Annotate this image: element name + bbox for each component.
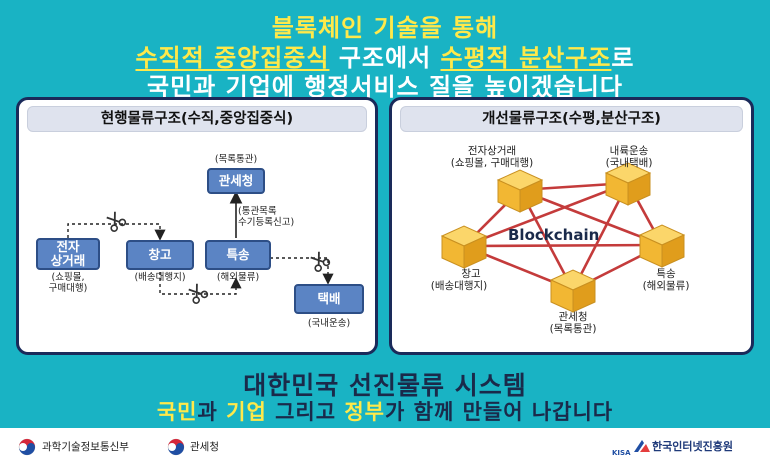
ecommerce-label: 전자상거래 xyxy=(467,145,517,157)
headline-connector-text: 구조에서 xyxy=(329,44,441,72)
together-suffix-text: 가 함께 만들어 나갑니다 xyxy=(385,400,614,424)
citizens-text: 국민 xyxy=(156,400,198,424)
headline-line-2: 수직적 중앙집중식 구조에서 수평적 분산구조로 xyxy=(0,38,770,73)
special-delivery-label: 특송 xyxy=(656,268,676,280)
kisa-logo-icon xyxy=(634,440,650,452)
warehouse-cube xyxy=(440,225,488,269)
customs-cube xyxy=(549,269,597,313)
warehouse-to-special-dashed-line xyxy=(159,272,242,295)
warehouse-label: 창고 xyxy=(461,268,481,280)
headline-line-3: 국민과 기업에 행정서비스 질을 높이겠습니다 xyxy=(147,73,623,101)
government-emblem-icon xyxy=(18,438,36,456)
scissors-icon xyxy=(188,283,209,304)
headline-line-1: 블록체인 기술을 통해 xyxy=(271,14,499,42)
special-delivery-cube xyxy=(638,224,686,268)
warehouse-note: (배송대행지) xyxy=(134,272,186,283)
parcel-note: (국내운송) xyxy=(307,318,351,329)
blockchain-label: Blockchain xyxy=(508,226,600,244)
kisa-small-text: KISA xyxy=(612,449,631,457)
special-delivery-note: (해외물류) xyxy=(216,272,260,283)
customs-label: 관세청 xyxy=(558,311,588,323)
manual-registration-note: (통관목록 수기등록신고) xyxy=(238,206,295,228)
business-text: 기업 xyxy=(226,400,267,424)
ministry-logo-text: 과학기술정보통신부 xyxy=(42,441,129,453)
kisa-logo-text: 한국인터넷진흥원 xyxy=(652,440,733,453)
warehouse-sub-label: (배송대행지) xyxy=(430,280,488,292)
current-structure-title: 현행물류구조(수직,중앙집중식) xyxy=(27,106,367,132)
footer-bar xyxy=(0,428,770,465)
scissors-icon xyxy=(106,211,127,232)
government-emblem-icon xyxy=(167,438,185,456)
ecommerce-node: 전자 상거래 xyxy=(36,238,100,270)
warehouse-node: 창고 xyxy=(126,240,194,270)
improved-structure-panel: 개선물류구조(수평,분산구조) xyxy=(389,97,754,355)
logistics-system-heading: 대한민국 선진물류 시스템 xyxy=(243,371,527,400)
special-to-delivery-dashed-line xyxy=(270,257,334,285)
and-then-text: 그리고 xyxy=(266,400,345,424)
customs-note: (목록통관) xyxy=(214,154,258,165)
headline-suffix-text: 로 xyxy=(611,44,635,72)
customs-logo-text: 관세청 xyxy=(190,441,219,453)
domestic-transport-cube xyxy=(604,162,652,206)
ecommerce-cube xyxy=(496,169,544,213)
ecommerce-sub-label: (쇼핑몰, 구매대행) xyxy=(450,157,534,169)
scissors-icon xyxy=(310,251,331,272)
customs-sub-label: (목록통관) xyxy=(549,323,597,335)
together-message: 국민과 기업 그리고 정부가 함께 만들어 나갑니다 xyxy=(0,396,770,426)
customs-node: 관세청 xyxy=(207,168,265,194)
headline-horizontal-text: 수평적 분산구조 xyxy=(440,44,612,72)
parcel-node: 택배 xyxy=(294,284,364,314)
ecommerce-note: (쇼핑몰, 구매대행) xyxy=(48,272,88,294)
special-delivery-sub-label: (해외물류) xyxy=(642,280,690,292)
current-structure-panel: 현행물류구조(수직,중앙집중식) xyxy=(16,97,378,355)
domestic-transport-label: 내륙운송 xyxy=(609,145,649,157)
improved-structure-title: 개선물류구조(수평,분산구조) xyxy=(400,106,743,132)
special-delivery-node: 특송 xyxy=(205,240,271,270)
government-text: 정부 xyxy=(344,400,385,424)
domestic-transport-sub-label: (국내택배) xyxy=(605,157,653,169)
headline-vertical-text: 수직적 중앙집중식 xyxy=(135,44,330,72)
and-text: 과 xyxy=(197,400,227,424)
